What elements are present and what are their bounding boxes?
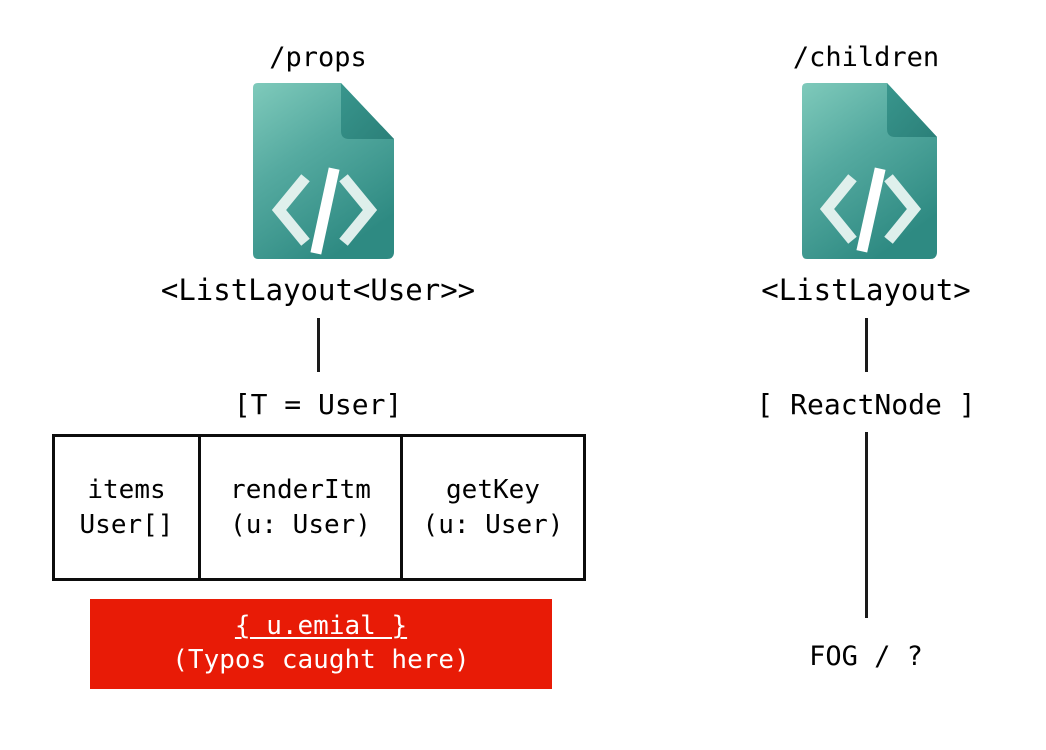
code-file-icon [245, 82, 395, 260]
props-table-cell-getkey: getKey (u: User) [403, 437, 583, 578]
left-column-heading: /props [269, 42, 367, 73]
prop-name: getKey [446, 474, 540, 505]
left-connector-line [317, 318, 320, 372]
right-component-label: <ListLayout> [761, 273, 971, 307]
props-table-cell-items: items User[] [55, 437, 201, 578]
typo-warning-note: (Typos caught here) [172, 645, 470, 675]
props-table: items User[] renderItm (u: User) getKey … [52, 434, 586, 581]
prop-signature: User[] [79, 509, 174, 540]
prop-name: renderItm [230, 474, 371, 505]
left-type-label: [T = User] [233, 388, 403, 421]
props-table-cell-renderitm: renderItm (u: User) [201, 437, 403, 578]
left-component-label: <ListLayout<User>> [160, 273, 476, 307]
code-file-icon [796, 82, 938, 260]
right-column-heading: /children [792, 42, 940, 73]
prop-signature: (u: User) [422, 509, 564, 540]
prop-signature: (u: User) [230, 509, 371, 540]
typo-warning-box: { u.emial } (Typos caught here) [90, 599, 552, 689]
prop-name: items [87, 474, 166, 505]
right-type-label: [ ReactNode ] [756, 388, 976, 421]
right-connector-line [865, 318, 868, 372]
right-long-connector-line [865, 432, 868, 618]
right-outcome-label: FOG / ? [809, 641, 923, 672]
typo-warning-code: { u.emial } [234, 611, 408, 642]
